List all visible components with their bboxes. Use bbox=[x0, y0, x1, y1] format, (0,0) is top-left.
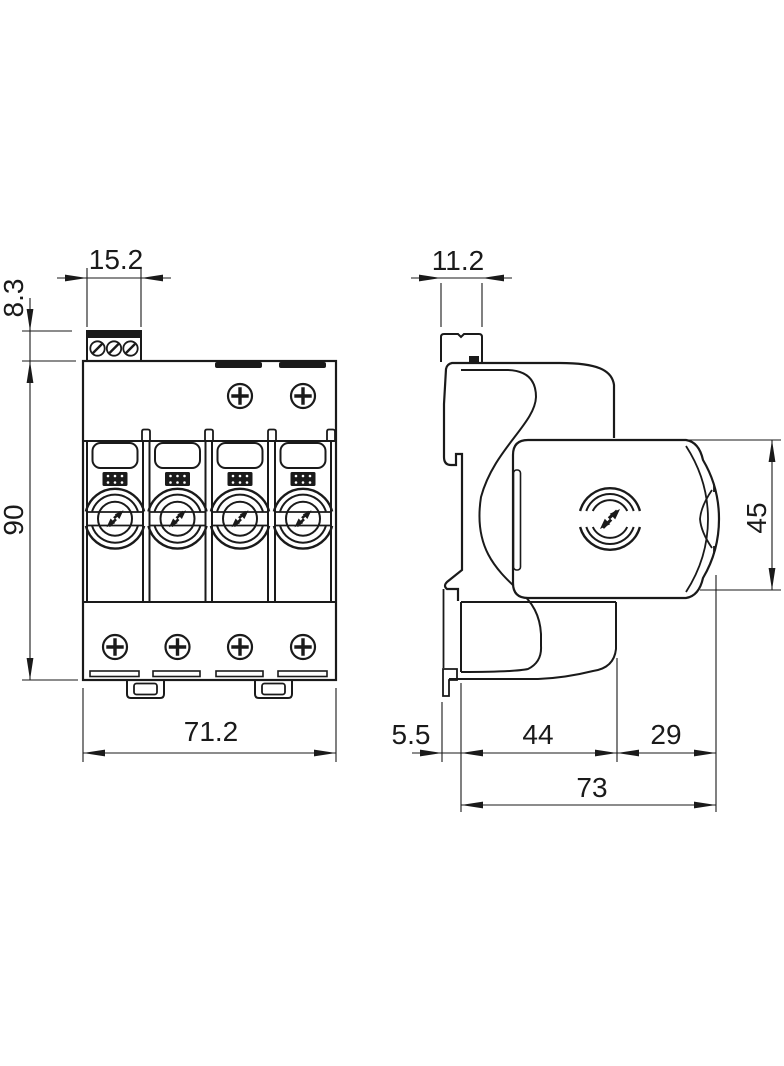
dim-label-terminal-width-side: 11.2 bbox=[432, 245, 484, 276]
surge-logo-side bbox=[578, 486, 642, 552]
phillips-screw-icon bbox=[289, 382, 317, 410]
terminal-block-side bbox=[440, 333, 483, 362]
housing-outline-side bbox=[442, 361, 616, 601]
housing-base-side bbox=[449, 601, 617, 680]
module-latch bbox=[699, 484, 715, 554]
module-release-tab bbox=[204, 428, 214, 442]
side-view: 11.2 45 5.5 44 29 73 bbox=[392, 245, 781, 812]
protection-module bbox=[86, 441, 144, 602]
module-release-tab bbox=[326, 428, 336, 442]
front-view: 15.2 8.3 90 71.2 bbox=[0, 244, 338, 762]
protection-modules bbox=[83, 428, 336, 603]
dim-label-body-width: 71.2 bbox=[184, 716, 239, 747]
slotted-screw-icon bbox=[89, 340, 106, 357]
dim-front-body-width: 71.2 bbox=[82, 688, 337, 762]
dim-front-body-height: 90 bbox=[0, 361, 78, 681]
module-release-tab bbox=[141, 428, 151, 442]
protection-module bbox=[274, 441, 332, 602]
phillips-screw-icon bbox=[101, 633, 129, 661]
dim-label-module-depth: 29 bbox=[650, 719, 681, 750]
dim-label-terminal-height-front: 8.3 bbox=[0, 279, 29, 318]
protection-module bbox=[211, 441, 269, 602]
module-release-tab bbox=[267, 428, 277, 442]
dim-label-base-depth: 44 bbox=[522, 719, 553, 750]
phillips-screw-icon bbox=[163, 633, 192, 661]
mounting-screws-top bbox=[226, 382, 317, 410]
mounting-screws-bottom bbox=[101, 633, 317, 661]
dim-side-module-height: 45 bbox=[688, 439, 781, 591]
phillips-screw-icon bbox=[226, 382, 254, 410]
module-slot bbox=[512, 469, 522, 571]
slotted-screw-icon bbox=[105, 340, 123, 357]
protection-module-side bbox=[511, 438, 721, 600]
dim-label-rail-depth: 5.5 bbox=[392, 719, 431, 750]
dim-front-terminal-height: 8.3 bbox=[0, 279, 76, 383]
dim-side-depth-chain: 5.5 44 29 bbox=[392, 575, 717, 812]
dim-label-module-height: 45 bbox=[741, 502, 772, 533]
terminal-block-front bbox=[86, 330, 142, 362]
vent-slots-top bbox=[215, 362, 326, 368]
module-cradle-curve bbox=[460, 369, 543, 673]
device-body-front bbox=[81, 359, 338, 682]
vent-slots-bottom bbox=[89, 670, 328, 678]
phillips-screw-icon bbox=[226, 633, 254, 661]
din-rail-feet bbox=[126, 680, 293, 699]
dim-label-terminal-width-front: 15.2 bbox=[89, 244, 144, 275]
protection-module bbox=[148, 441, 206, 602]
dim-front-terminal-width: 15.2 bbox=[57, 244, 171, 327]
slotted-screw-icon bbox=[122, 340, 139, 357]
dim-label-body-height: 90 bbox=[0, 504, 29, 535]
phillips-screw-icon bbox=[289, 633, 317, 661]
dim-side-total-depth: 73 bbox=[461, 772, 716, 809]
dim-side-terminal-width: 11.2 bbox=[411, 245, 512, 327]
dim-label-total-depth: 73 bbox=[576, 772, 607, 803]
